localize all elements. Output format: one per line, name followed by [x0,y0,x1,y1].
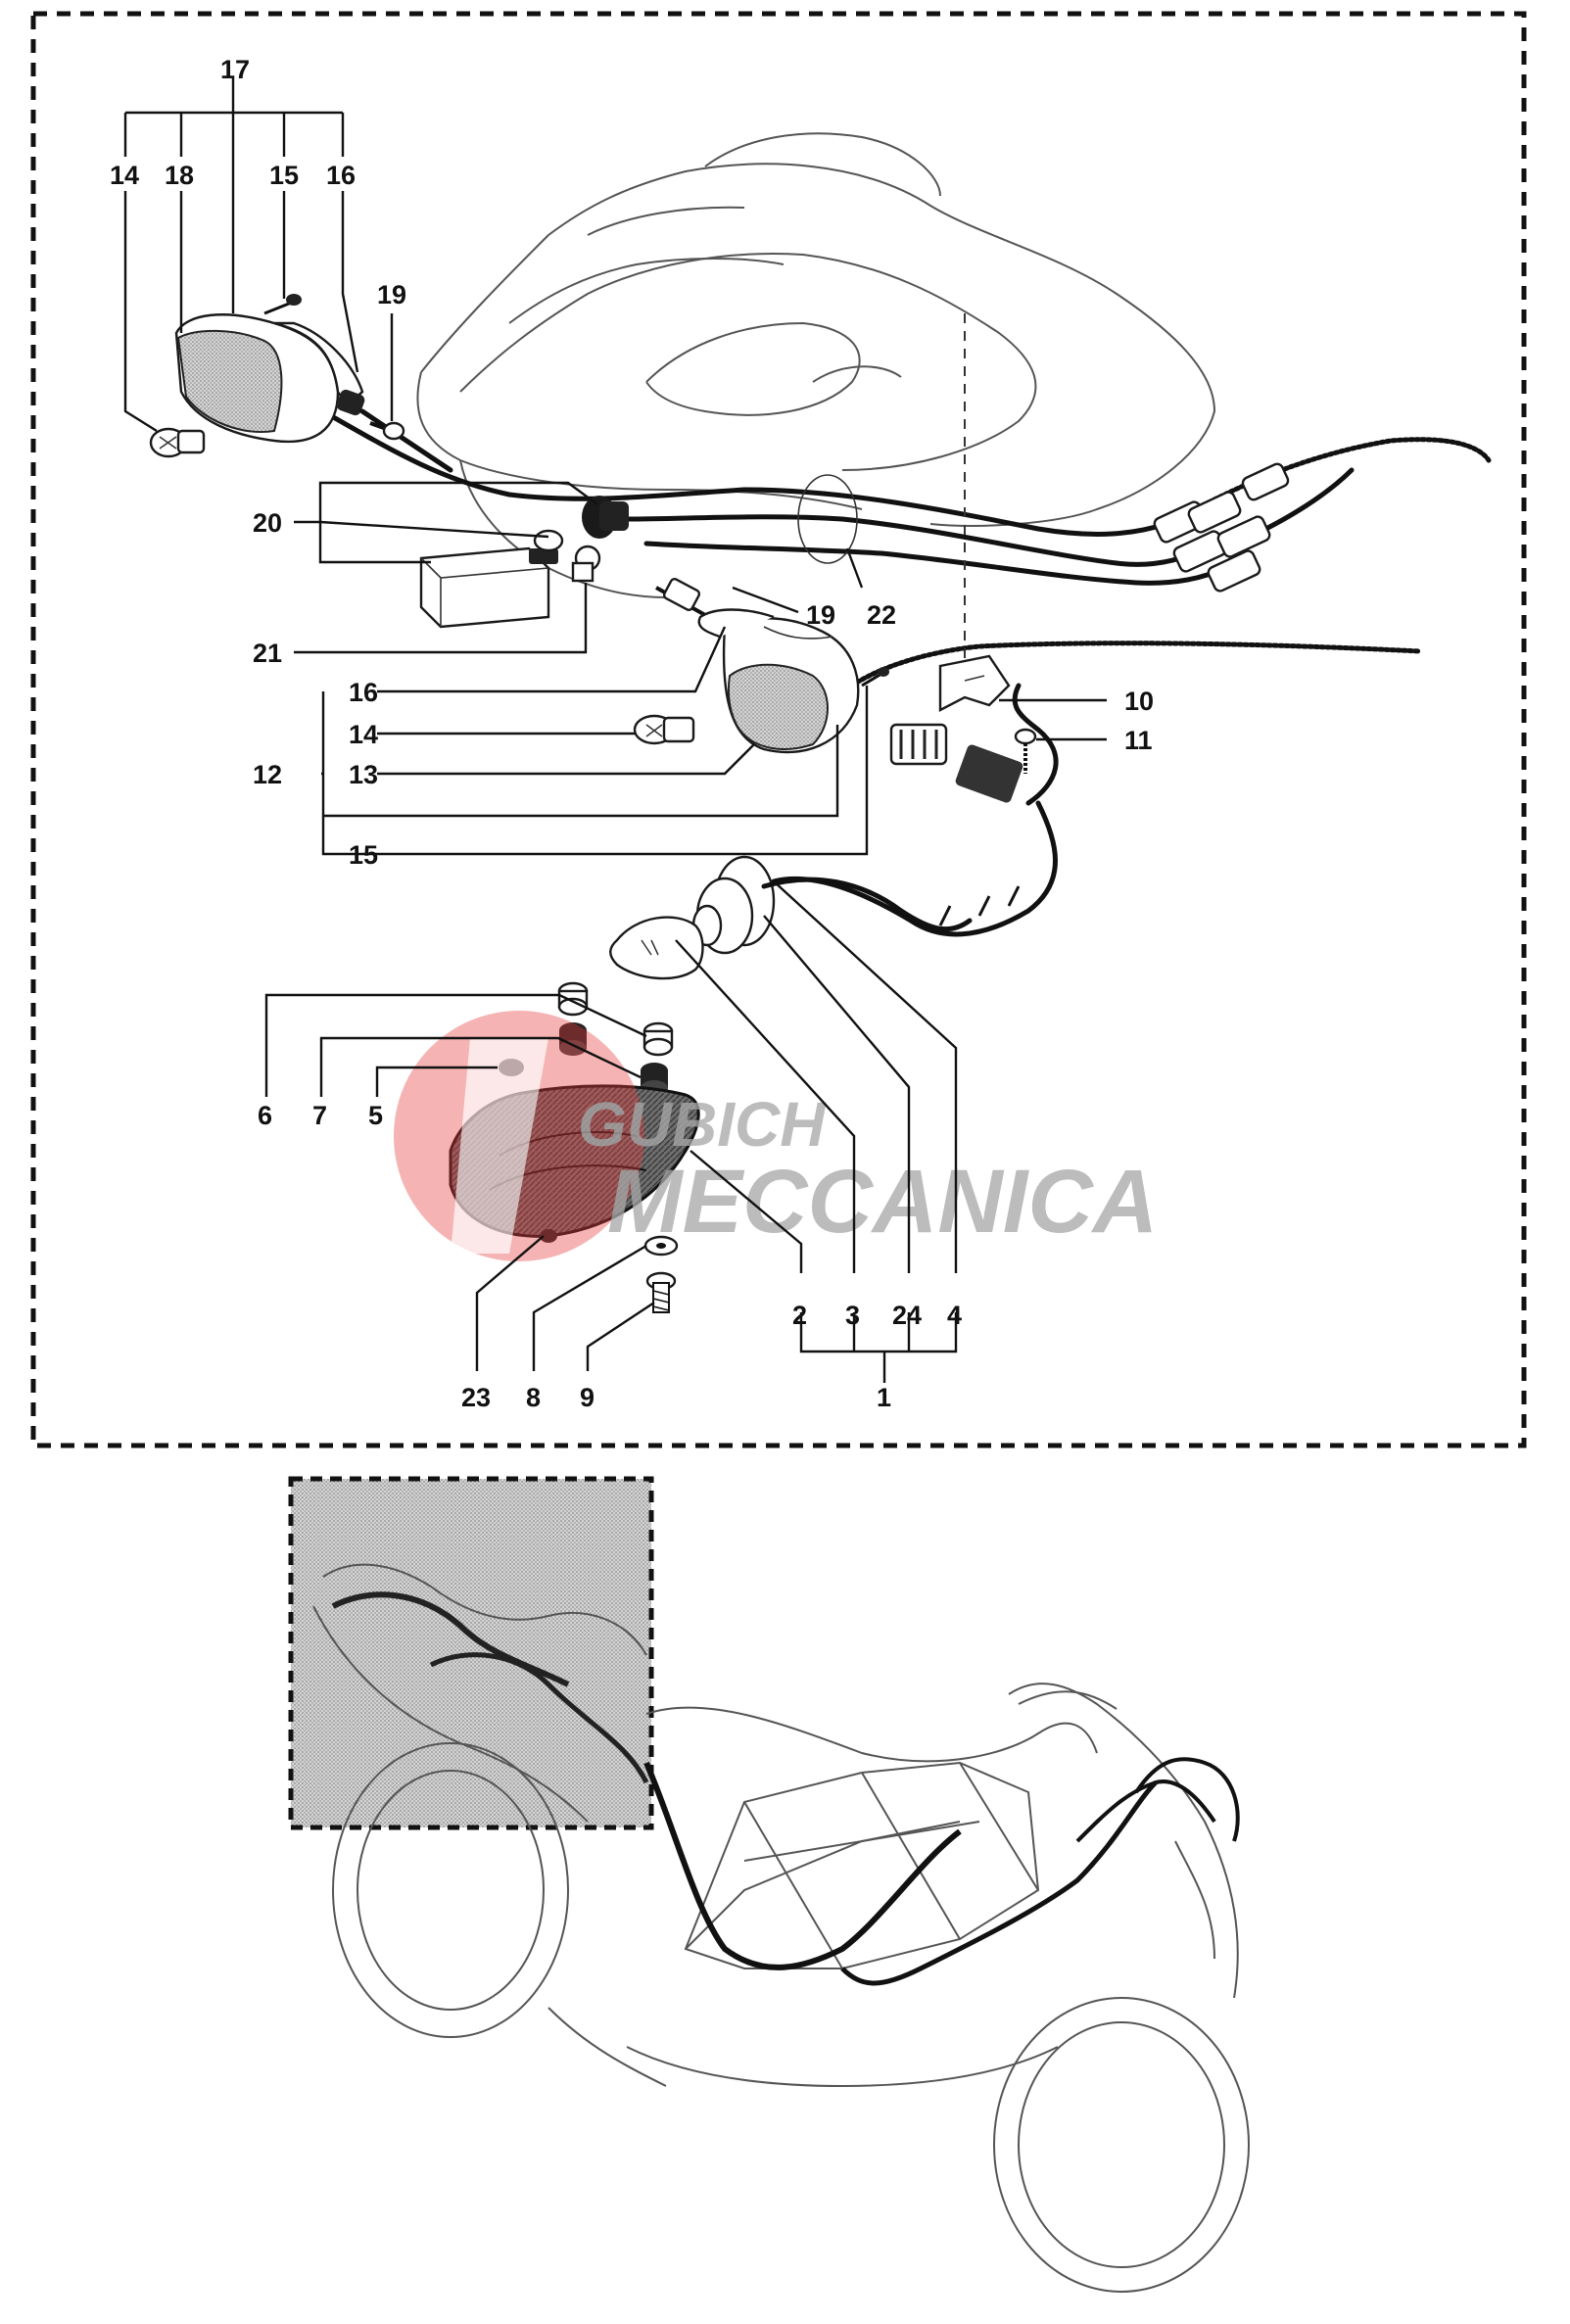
watermark: GUBICH MECCANICA [394,1011,1158,1261]
callout-8: 8 [526,1383,541,1412]
callout-12: 12 [253,760,282,789]
callout-5: 5 [368,1101,383,1130]
trellis-frame [684,1761,1040,1969]
screw-left [263,294,302,315]
leader-lines [123,78,1107,1383]
callout-19-left: 19 [377,280,406,309]
grommet-6-right [642,1021,674,1057]
detail-frame [30,11,1527,1448]
screw-11 [1014,728,1037,774]
watermark-line-2: MECCANICA [607,1152,1158,1252]
screw-right [861,667,889,688]
callout-16-left: 16 [326,161,356,190]
right-turn-signal [697,608,860,754]
rear-tail-outline [416,132,1216,598]
spacer-left [369,421,405,441]
callout-14-left: 14 [110,161,139,190]
callout-9: 9 [580,1383,595,1412]
callout-15-left: 15 [269,161,299,190]
bulb-right [633,714,695,745]
callout-20: 20 [253,508,282,538]
bracket [938,313,1011,712]
screw-9 [645,1271,677,1313]
callout-17: 17 [220,55,250,84]
connector-20 [582,496,629,539]
callout-10: 10 [1124,687,1154,716]
rear-wheel [332,1742,569,2038]
grommet-7-left [559,1022,587,1056]
watermark-line-1: GUBICH [578,1089,827,1160]
callout-3: 3 [845,1301,860,1330]
callout-18: 18 [165,161,194,190]
callout-19-right: 19 [806,600,835,630]
callout-14-right: 14 [349,720,378,749]
stop-lamp-bulb [609,916,704,980]
callout-16-right: 16 [349,678,378,707]
callout-11: 11 [1124,726,1153,755]
callout-1: 1 [877,1383,891,1412]
front-wheel [993,1997,1250,2293]
left-turn-signal [174,313,453,473]
callout-7: 7 [312,1101,327,1130]
callout-22: 22 [867,600,896,630]
callout-23: 23 [461,1383,491,1412]
callout-labels: 17 14 18 15 16 19 20 21 19 22 16 14 12 1… [110,55,1154,1412]
harness-clip [797,474,858,564]
callout-15-right: 15 [349,840,378,870]
callout-24: 24 [892,1301,922,1330]
callout-13: 13 [349,760,378,789]
bulb-left [149,427,206,458]
grommet-6-left [557,981,589,1017]
callout-21: 21 [253,639,282,668]
motorcycle-overview [288,1476,1250,2293]
callout-6: 6 [258,1101,272,1130]
connector-block [889,723,1023,803]
license-plate-light [419,529,601,629]
wiring-harness [320,408,1492,937]
harness-connectors [1153,462,1290,593]
bulb-holder [691,855,1021,955]
callout-2: 2 [792,1301,807,1330]
callout-4: 4 [947,1301,962,1330]
